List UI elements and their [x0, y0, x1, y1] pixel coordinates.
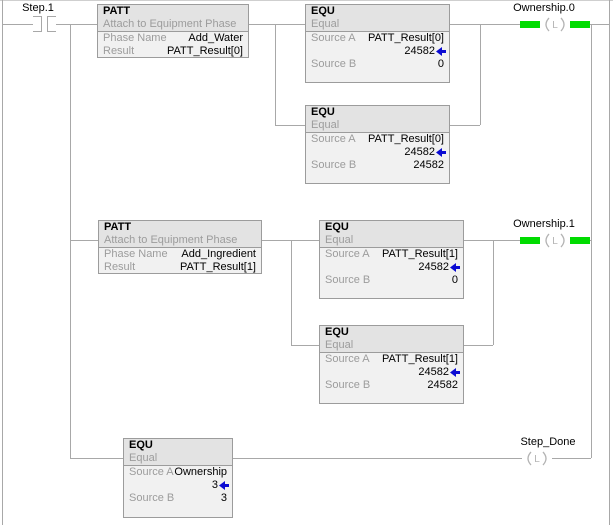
wire-equ2-to-branch: [450, 125, 480, 126]
source-b-value[interactable]: 3: [220, 492, 227, 504]
coil-tag-ownership0[interactable]: Ownership.0: [513, 2, 575, 14]
param-label: Result: [103, 45, 135, 57]
wire-branch-to-equ4: [291, 345, 319, 346]
instruction-mnemonic: EQU: [311, 106, 335, 118]
branch-open-main: [70, 24, 71, 458]
source-a-value: 24582: [418, 261, 449, 273]
value-change-arrow-icon: [219, 481, 229, 490]
equ-block-3[interactable]: EQU Equal Source A PATT_Result[1] 24582 …: [319, 220, 464, 299]
left-power-rail: [2, 0, 3, 525]
source-a-tag[interactable]: PATT_Result[1]: [381, 353, 458, 365]
param-label: Source B: [129, 492, 175, 504]
instruction-description: Equal: [325, 234, 354, 246]
instruction-mnemonic: EQU: [325, 326, 349, 338]
param-value-phase-name[interactable]: Add_Ingredient: [181, 248, 256, 260]
coil-tag-step-done[interactable]: Step_Done: [520, 436, 576, 448]
coil-type-letter: L: [552, 20, 558, 31]
wire-patt1-to-equ1: [249, 24, 305, 25]
source-a-tag[interactable]: PATT_Result[0]: [367, 32, 444, 44]
instruction-description: Attach to Equipment Phase: [103, 18, 237, 30]
wire-branch-to-equ5: [70, 458, 123, 459]
contact-tag-label[interactable]: Step.1: [22, 2, 54, 14]
instruction-mnemonic: EQU: [311, 5, 335, 17]
source-b-value[interactable]: 0: [437, 58, 444, 70]
wire-equ5-to-branch: [233, 458, 591, 459]
param-value-result[interactable]: PATT_Result[0]: [166, 45, 243, 57]
param-label: Phase Name: [103, 32, 167, 44]
source-a-tag[interactable]: PATT_Result[1]: [381, 248, 458, 260]
patt-block-add-water[interactable]: PATT Attach to Equipment Phase Phase Nam…: [97, 4, 249, 58]
param-label: Phase Name: [104, 248, 168, 260]
branch-close-main: [591, 24, 592, 458]
wire-patt2-to-equ3: [262, 240, 319, 241]
branch-open-equ2: [275, 24, 276, 125]
value-change-arrow-icon: [436, 47, 446, 56]
contact-left-bracket-icon: [33, 16, 42, 32]
instruction-description: Attach to Equipment Phase: [104, 234, 238, 246]
param-label: Source B: [311, 159, 357, 171]
instruction-description: Equal: [129, 452, 158, 464]
coil-type-letter: L: [534, 454, 540, 465]
equ-block-4[interactable]: EQU Equal Source A PATT_Result[1] 24582 …: [319, 325, 464, 404]
wire-branch-to-equ2: [275, 125, 305, 126]
param-label: Source A: [325, 248, 370, 260]
param-value-result[interactable]: PATT_Result[1]: [179, 261, 256, 273]
source-b-value[interactable]: 24582: [427, 379, 458, 391]
latch-coil-ownership0[interactable]: L: [540, 16, 570, 33]
value-change-arrow-icon: [436, 148, 446, 157]
branch-close-equ4: [493, 240, 494, 345]
param-label: Source A: [311, 133, 356, 145]
rung-state-highlight: [570, 21, 590, 28]
contact-right-bracket-icon: [47, 16, 56, 32]
rung-state-highlight: [570, 237, 590, 244]
wire-equ4-to-branch: [464, 345, 493, 346]
source-b-value[interactable]: 0: [451, 274, 458, 286]
param-label: Source B: [311, 58, 357, 70]
rung-separator-line: [0, 0, 613, 1]
source-a-tag[interactable]: Ownership: [174, 466, 227, 478]
value-change-arrow-icon: [450, 368, 460, 377]
equ-block-2[interactable]: EQU Equal Source A PATT_Result[0] 24582 …: [305, 105, 450, 184]
coil-type-letter: L: [552, 236, 558, 247]
instruction-mnemonic: EQU: [325, 221, 349, 233]
source-a-value: 24582: [404, 146, 435, 158]
coil-tag-ownership1[interactable]: Ownership.1: [513, 218, 575, 230]
source-b-value[interactable]: 24582: [413, 159, 444, 171]
instruction-description: Equal: [311, 18, 340, 30]
instruction-description: Equal: [311, 119, 340, 131]
source-a-value: 24582: [404, 45, 435, 57]
latch-coil-step-done[interactable]: L: [522, 450, 552, 467]
instruction-description: Equal: [325, 339, 354, 351]
param-label: Source B: [325, 379, 371, 391]
rung-state-highlight: [520, 237, 540, 244]
param-label: Source A: [311, 32, 356, 44]
right-power-rail: [609, 0, 610, 525]
equ-block-1[interactable]: EQU Equal Source A PATT_Result[0] 24582 …: [305, 4, 450, 83]
param-label: Source B: [325, 274, 371, 286]
value-change-arrow-icon: [450, 263, 460, 272]
param-label: Source A: [325, 353, 370, 365]
source-a-value: 3: [211, 479, 218, 491]
param-value-phase-name[interactable]: Add_Water: [188, 32, 243, 44]
instruction-mnemonic: PATT: [104, 221, 132, 233]
xic-contact-step1[interactable]: [33, 16, 56, 32]
branch-open-equ4: [291, 240, 292, 345]
patt-block-add-ingredient[interactable]: PATT Attach to Equipment Phase Phase Nam…: [98, 220, 262, 274]
wire-branch-to-patt2: [70, 240, 98, 241]
source-a-value: 24582: [418, 366, 449, 378]
instruction-mnemonic: EQU: [129, 439, 153, 451]
rung-state-highlight: [520, 21, 540, 28]
source-a-tag[interactable]: PATT_Result[0]: [367, 133, 444, 145]
param-label: Source A: [129, 466, 174, 478]
latch-coil-ownership1[interactable]: L: [540, 232, 570, 249]
equ-block-5[interactable]: EQU Equal Source A Ownership 3 Source B …: [123, 438, 233, 518]
param-label: Result: [104, 261, 136, 273]
branch-close-equ2: [480, 24, 481, 125]
instruction-mnemonic: PATT: [103, 5, 131, 17]
